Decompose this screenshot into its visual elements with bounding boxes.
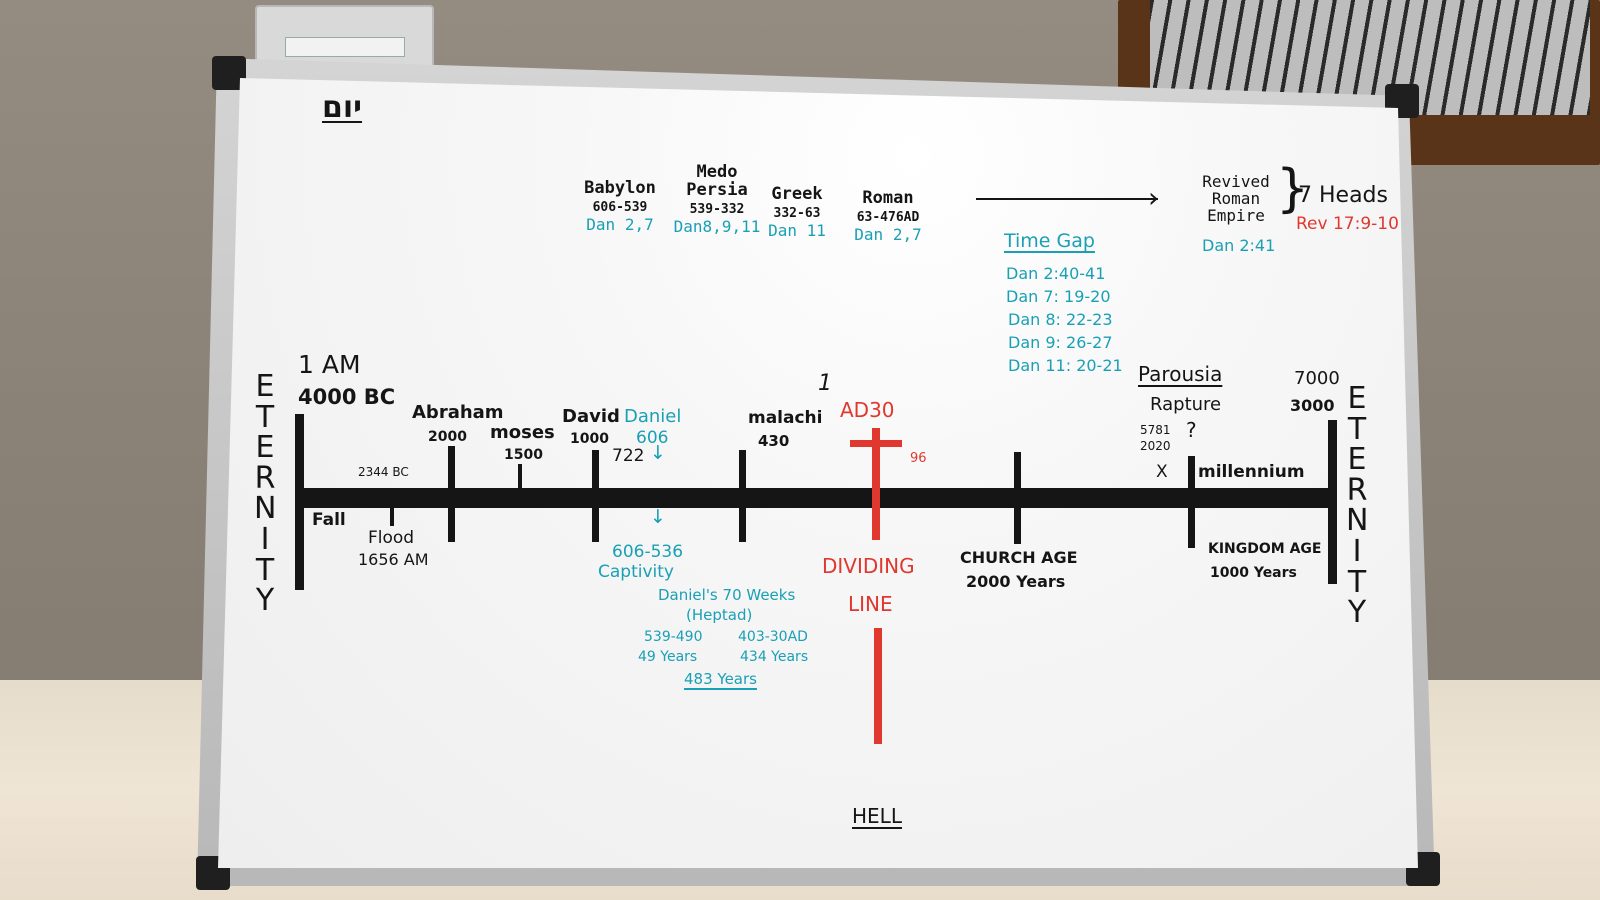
start-am: 1 AM <box>298 350 361 379</box>
year-5781: 5781 <box>1140 423 1171 437</box>
kingdom-dates: 606-539 <box>592 199 648 215</box>
time-gap-ref: Dan 8: 22-23 <box>1008 310 1113 329</box>
abraham-tick <box>448 446 455 542</box>
end-ad-year: 3000 <box>1290 396 1335 415</box>
parousia-label: Parousia <box>1138 362 1223 386</box>
church-age-tick <box>1014 452 1021 544</box>
kingdom-babylon: Babylon 606-539 Dan 2,7 <box>570 178 670 235</box>
kingdom-ref: Dan 2,7 <box>854 225 922 245</box>
moses-label: moses <box>490 422 555 443</box>
timeline-bar <box>300 488 1336 508</box>
week-years-2: 434 Years <box>740 649 809 665</box>
arrow-head-icon: › <box>1148 181 1160 214</box>
daniel-year: 606 <box>636 428 669 448</box>
question-mark: ? <box>1186 418 1197 442</box>
time-gap-ref: Dan 9: 26-27 <box>1008 333 1113 352</box>
moses-year: 1500 <box>504 447 543 463</box>
thermostat-screen <box>285 37 405 57</box>
captivity-label: Captivity <box>598 562 674 582</box>
hebrew-title: יום <box>322 90 363 125</box>
abraham-label: Abraham <box>412 402 504 423</box>
malachi-tick <box>739 450 746 542</box>
daniel-label: Daniel <box>624 406 682 427</box>
flood-label: Flood <box>368 528 415 548</box>
down-arrow-icon: ↓ <box>650 442 666 464</box>
hell-label: HELL <box>852 804 902 828</box>
heptad-label: (Heptad) <box>686 606 753 624</box>
future-arrow-line <box>976 198 1158 200</box>
kingdom-name: Babylon <box>584 178 656 198</box>
kingdom-name: Roman <box>862 188 914 208</box>
time-gap-ref: Dan 11: 20-21 <box>1008 356 1123 375</box>
start-bc: 4000 BC <box>298 385 396 409</box>
eternity-right: ETERNITY <box>1346 381 1369 631</box>
abraham-year: 2000 <box>428 429 467 445</box>
kingdom-ref: Dan 2,7 <box>586 215 654 235</box>
week-range-2: 403-30AD <box>738 629 808 645</box>
kingdom-dates: 332-63 <box>773 205 821 221</box>
year-96: 96 <box>910 451 927 466</box>
down-arrow-icon: ↓ <box>650 506 666 528</box>
kingdom-ref: Dan8,9,11 <box>673 217 761 237</box>
kingdom-age-years: 1000 Years <box>1210 565 1297 581</box>
kingdom-dates: 63-476AD <box>856 209 920 225</box>
flood-tick <box>390 508 394 526</box>
week-range-1: 539-490 <box>644 629 703 645</box>
kingdom-roman: Roman 63-476AD Dan 2,7 <box>838 188 938 245</box>
kingdom-age-label: KINGDOM AGE <box>1208 541 1322 557</box>
year-2020: 2020 <box>1140 439 1171 453</box>
david-tick <box>592 450 599 542</box>
line-label: LINE <box>848 592 893 616</box>
week-years-1: 49 Years <box>638 649 698 665</box>
ad30-label: AD30 <box>840 398 895 422</box>
timeline-end-post <box>1328 420 1337 584</box>
kingdom-ref: Dan 11 <box>768 221 826 241</box>
fall-label: Fall <box>312 510 346 530</box>
malachi-year: 430 <box>758 432 790 450</box>
x-mark: X <box>1156 462 1168 482</box>
rapture-label: Rapture <box>1150 394 1222 415</box>
timeline-start-post <box>295 414 304 590</box>
year-722: 722 <box>612 446 645 466</box>
total-483-years: 483 Years <box>684 670 757 688</box>
church-age-years: 2000 Years <box>966 572 1066 591</box>
end-am-year: 7000 <box>1294 368 1340 389</box>
kingdom-greek: Greek 332-63 Dan 11 <box>752 184 842 241</box>
church-age-label: CHURCH AGE <box>960 548 1078 567</box>
dividing-line-lower <box>874 628 882 744</box>
time-gap-ref: Dan 2:40-41 <box>1006 264 1106 283</box>
revived-roman-empire: Revived Roman Empire <box>1190 172 1282 225</box>
whiteboard-surface <box>218 78 1418 868</box>
moses-tick <box>518 464 522 488</box>
kingdom-name: Greek <box>771 184 823 204</box>
curly-brace: } <box>1276 159 1310 219</box>
time-gap-title: Time Gap <box>1004 230 1095 252</box>
captivity-years: 606-536 <box>612 542 684 562</box>
dividing-label: DIVIDING <box>822 554 915 578</box>
revived-line: Roman <box>1211 188 1261 208</box>
dividing-cross-horizontal <box>850 440 902 447</box>
time-gap-ref: Dan 7: 19-20 <box>1006 287 1111 306</box>
revived-line: Revived <box>1202 172 1270 191</box>
daniel-70-weeks: Daniel's 70 Weeks <box>658 586 796 604</box>
dividing-cross-vertical <box>872 428 880 540</box>
kingdom-name: Medo Persia <box>686 162 748 200</box>
year-2344-bc: 2344 BC <box>358 465 409 479</box>
david-year: 1000 <box>570 431 609 447</box>
millennium-label: millennium <box>1198 462 1305 482</box>
david-label: David <box>562 406 620 427</box>
kingdom-medo-persia: Medo Persia 539-332 Dan8,9,11 <box>667 162 767 237</box>
rapture-tick <box>1188 456 1195 548</box>
kingdom-dates: 539-332 <box>689 201 745 217</box>
seven-heads: 7 Heads <box>1298 183 1388 208</box>
rev-reference: Rev 17:9-10 <box>1296 214 1399 234</box>
eternity-left: ETERNITY <box>254 369 277 619</box>
year-one: 1 <box>818 371 832 396</box>
revived-dan-ref: Dan 2:41 <box>1202 236 1276 255</box>
flood-am: 1656 AM <box>358 550 429 569</box>
revived-line: Empire <box>1207 205 1265 225</box>
malachi-label: malachi <box>748 408 823 428</box>
